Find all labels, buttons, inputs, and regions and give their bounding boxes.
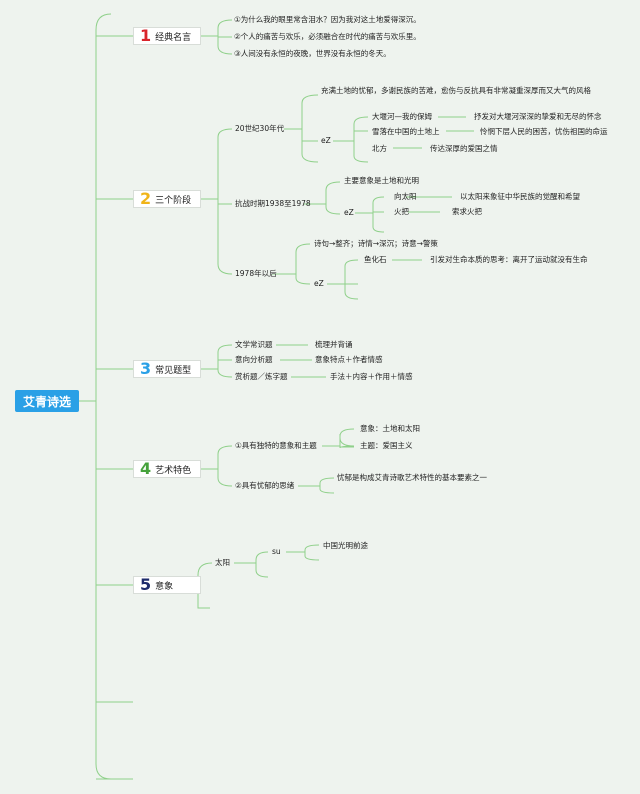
poem-note[interactable]: 抒发对大堰河深深的挚爱和无尽的怀念 [474, 112, 602, 121]
question-type[interactable]: 意向分析题 [235, 355, 273, 364]
branch-number: 4 [140, 459, 152, 478]
branch-number: 2 [140, 189, 152, 208]
stage-1930s[interactable]: 20世纪30年代 [235, 124, 285, 133]
quote-1[interactable]: ①为什么我的眼里常含泪水？因为我对这土地爱得深沉。 [234, 15, 421, 24]
branch-number: 3 [140, 359, 152, 378]
poem-note[interactable]: 引发对生命本质的思考：离开了运动就没有生命 [430, 255, 588, 264]
branch-classic-quotes[interactable]: 1 经典名言 [133, 27, 201, 45]
branch-art-features[interactable]: 4 艺术特色 [133, 460, 201, 478]
poem-title[interactable]: 向太阳 [394, 192, 417, 201]
poem-note[interactable]: 怜惘下层人民的困苦，忧伤祖国的命运 [480, 127, 608, 136]
branch-three-stages[interactable]: 2 三个阶段 [133, 190, 201, 208]
question-note[interactable]: 梳理并背诵 [315, 340, 353, 349]
stage-wartime[interactable]: 抗战时期1938至1978 [235, 199, 311, 208]
poem-note[interactable]: 索求火把 [452, 207, 482, 216]
poem-title[interactable]: 火把 [394, 207, 409, 216]
poem-note[interactable]: 传达深厚的爱国之情 [430, 144, 498, 153]
stage-1930s-ez[interactable]: eZ [321, 136, 331, 145]
art-feature-sub[interactable]: 意象：土地和太阳 [360, 424, 420, 433]
imagery-note[interactable]: 中国光明前途 [323, 541, 368, 550]
branch-question-types[interactable]: 3 常见题型 [133, 360, 201, 378]
art-feature-sub[interactable]: 忧郁是构成艾青诗歌艺术特性的基本要素之一 [337, 473, 487, 482]
poem-title[interactable]: 雪落在中国的土地上 [372, 127, 440, 136]
branch-label: 艺术特色 [155, 465, 192, 476]
root-topic[interactable]: 艾青诗选 [15, 390, 79, 412]
stage-after-1978-ez[interactable]: eZ [314, 279, 324, 288]
branch-label: 三个阶段 [155, 195, 192, 206]
art-feature[interactable]: ②具有忧郁的思绪 [235, 481, 295, 490]
poem-title[interactable]: 大堰河—我的保姆 [372, 112, 432, 121]
stage-1930s-desc[interactable]: 充满土地的忧郁，多谢民族的苦难，愈伤与反抗具有非常凝重深厚而又大气的风格 [321, 86, 591, 95]
art-feature[interactable]: ①具有独特的意象和主题 [235, 441, 317, 450]
question-note[interactable]: 意象特点＋作者情感 [315, 355, 383, 364]
branch-number: 5 [140, 575, 152, 594]
imagery-item[interactable]: 太阳 [215, 558, 230, 567]
poem-title[interactable]: 鱼化石 [364, 255, 387, 264]
stage-wartime-desc[interactable]: 主要意象是土地和光明 [344, 176, 419, 185]
question-type[interactable]: 赏析题／炼字题 [235, 372, 288, 381]
branch-label: 常见题型 [155, 365, 192, 376]
branch-number: 1 [140, 26, 152, 45]
stage-wartime-ez[interactable]: eZ [344, 208, 354, 217]
stage-after-1978[interactable]: 1978年以后 [235, 269, 277, 278]
quote-3[interactable]: ③人间没有永恒的夜晚，世界没有永恒的冬天。 [234, 49, 391, 58]
quote-2[interactable]: ②个人的痛苦与欢乐，必须融合在时代的痛苦与欢乐里。 [234, 32, 421, 41]
imagery-su[interactable]: su [272, 547, 281, 556]
poem-title[interactable]: 北方 [372, 144, 387, 153]
poem-note[interactable]: 以太阳来象征中华民族的觉醒和希望 [460, 192, 580, 201]
art-feature-sub[interactable]: 主题：爱国主义 [360, 441, 413, 450]
branch-label: 意象 [155, 581, 174, 592]
question-note[interactable]: 手法＋内容＋作用＋情感 [330, 372, 413, 381]
branch-label: 经典名言 [155, 32, 192, 43]
branch-imagery[interactable]: 5 意象 [133, 576, 201, 594]
question-type[interactable]: 文学常识题 [235, 340, 273, 349]
stage-after-1978-desc[interactable]: 诗句→整齐；诗情→深沉；诗意→警策 [314, 239, 438, 248]
